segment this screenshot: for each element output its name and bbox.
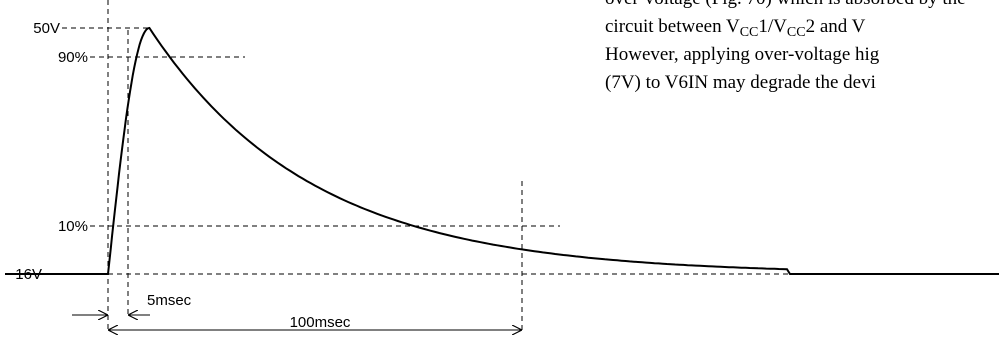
label-16v: 16V [15,266,42,283]
description-line-2: circuit between VCC1/VCC2 and V [605,16,866,40]
label-10pct: 10% [58,218,88,235]
description-text: over-voltage (Fig. 70) which is absorbed… [605,0,966,93]
description-line-4: (7V) to V6IN may degrade the devi [605,72,876,93]
label-50v: 50V [33,20,60,37]
label-rise-time: 5msec [147,292,192,309]
label-decay-time: 100msec [290,314,351,331]
description-line-3: However, applying over-voltage hig [605,44,880,65]
description-line-1: over-voltage (Fig. 70) which is absorbed… [605,0,966,9]
voltage-waveform-curve [5,26,999,275]
label-90pct: 90% [58,49,88,66]
